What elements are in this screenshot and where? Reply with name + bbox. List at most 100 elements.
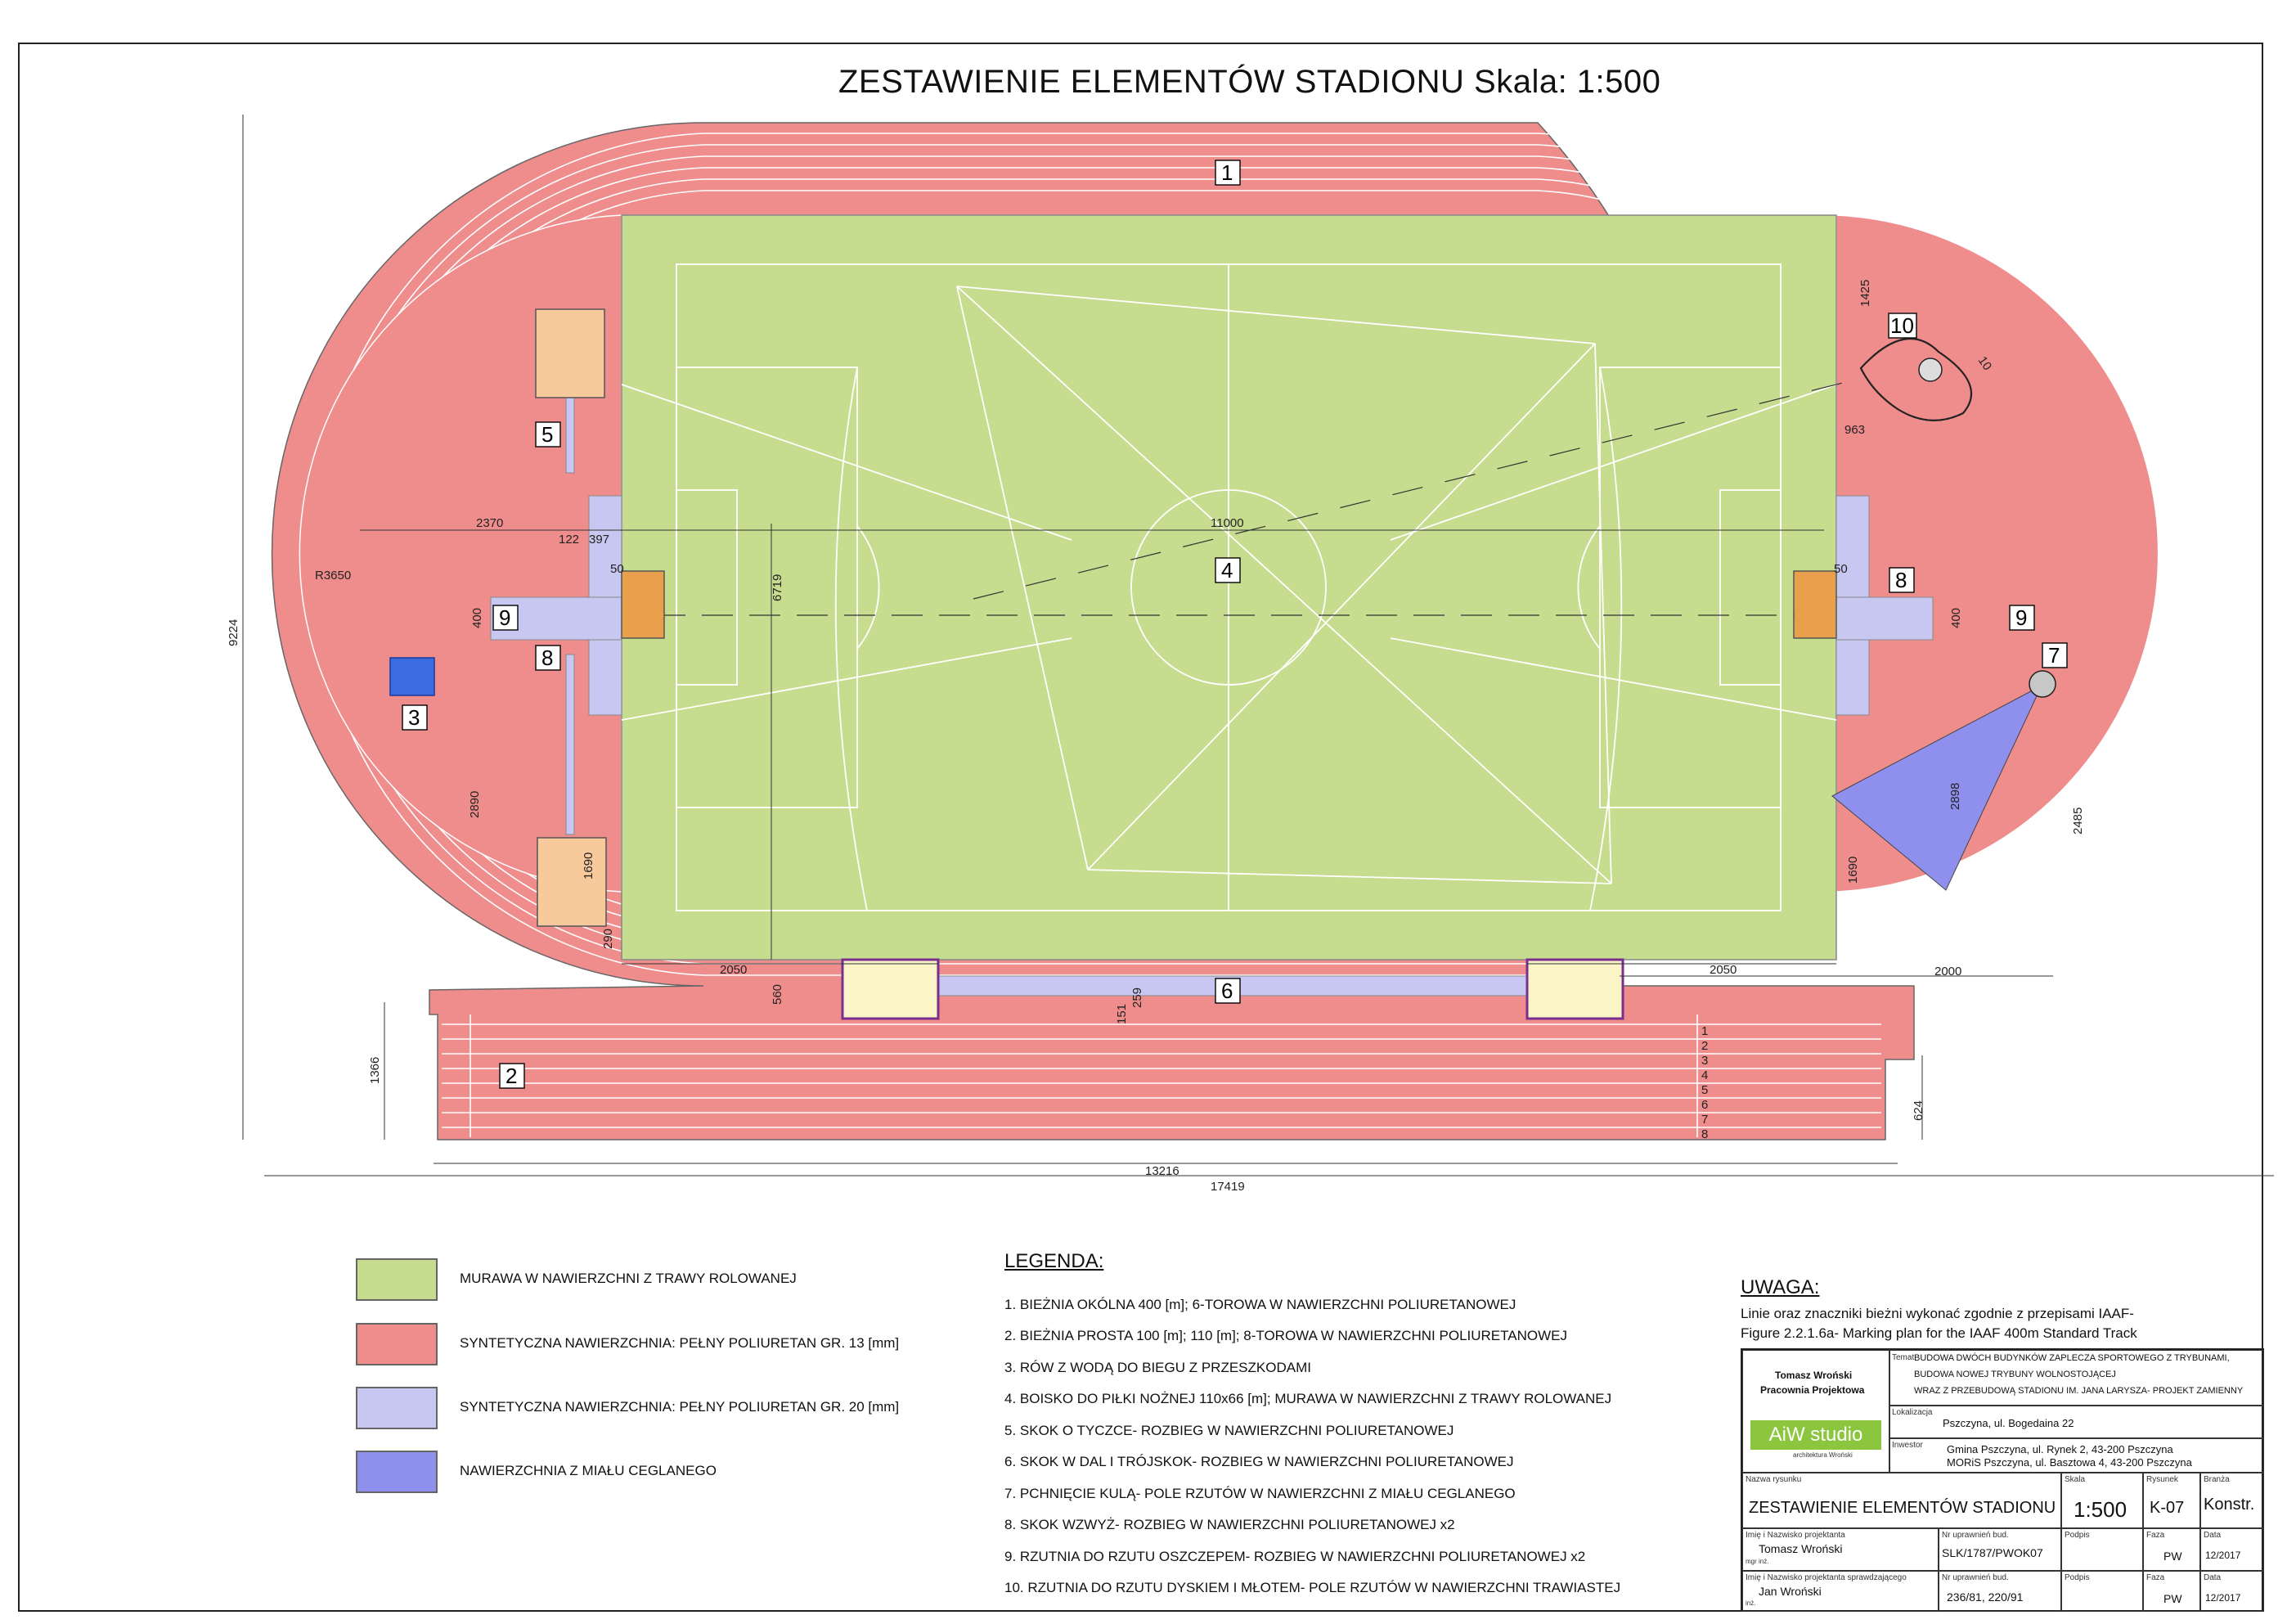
dim-1425: 1425 — [1858, 280, 1872, 307]
label-5: 5 — [541, 422, 553, 447]
dim-397: 397 — [589, 533, 609, 547]
nazwa-cell — [1742, 1473, 2061, 1528]
dim-122: 122 — [559, 533, 579, 547]
legend-item: 9. RZUTNIA DO RZUTU OSZCZEPEM- ROZBIEG W… — [1004, 1549, 1586, 1564]
inner-segment-right — [1835, 214, 2159, 893]
branza-cell — [2200, 1473, 2264, 1528]
note-title: UWAGA: — [1741, 1276, 1820, 1298]
dim-624: 624 — [1912, 1100, 1925, 1121]
label-2: 2 — [505, 1064, 517, 1088]
dim-50-right: 50 — [1834, 562, 1848, 576]
data-label-1: Data — [2204, 1531, 2222, 1540]
swatch-label-grass: MURAWA W NAWIERZCHNI Z TRAWY ROLOWANEJ — [460, 1271, 797, 1286]
label-6: 6 — [1221, 978, 1233, 1003]
inwestor-line-2: MORiS Pszczyna, ul. Basztowa 4, 43-200 P… — [1947, 1456, 2192, 1469]
data-cell-2 — [2200, 1571, 2264, 1612]
podpis-cell-1 — [2061, 1528, 2143, 1571]
label-10: 10 — [1890, 313, 1914, 338]
dim-2000: 2000 — [1934, 965, 1961, 978]
lokalizacja-cell — [1889, 1406, 2264, 1438]
legend-item: 4. BOISKO DO PIŁKI NOŻNEJ 110x66 [m]; MU… — [1004, 1391, 1612, 1406]
legend-item: 6. SKOK W DAL I TRÓJSKOK- ROZBIEG W NAWI… — [1004, 1454, 1514, 1469]
dim-2898: 2898 — [1948, 783, 1962, 810]
temat-cell — [1889, 1350, 2264, 1406]
legend-item: 5. SKOK O TYCZCE- ROZBIEG W NAWIERZCHNI … — [1004, 1423, 1454, 1438]
legend-item: 2. BIEŻNIA PROSTA 100 [m]; 110 [m]; 8-TO… — [1004, 1328, 1567, 1343]
faza-label-1: Faza — [2146, 1531, 2165, 1540]
nazwa-label: Nazwa rysunku — [1746, 1475, 1802, 1484]
podpis-label-2: Podpis — [2065, 1573, 2090, 1582]
swatch-label-pu20: SYNTETYCZNA NAWIERZCHNIA: PEŁNY POLIURET… — [460, 1399, 900, 1415]
podpis-label-1: Podpis — [2065, 1531, 2090, 1540]
projektant-title: mgr inż. — [1746, 1558, 1769, 1565]
upr-value-2: 236/81, 220/91 — [1947, 1590, 2024, 1604]
drawing-name: ZESTAWIENIE ELEMENTÓW STADIONU — [1749, 1499, 2056, 1517]
dim-2050-left: 2050 — [720, 963, 747, 977]
label-9-right: 9 — [2015, 605, 2027, 630]
temat-label: Temat — [1892, 1353, 1915, 1362]
dim-2370: 2370 — [476, 516, 503, 530]
data-label-2: Data — [2204, 1573, 2222, 1582]
legend-item: 3. RÓW Z WODĄ DO BIEGU Z PRZESZKODAMI — [1004, 1360, 1311, 1375]
lane-numbers: 1 2 3 4 5 6 7 8 — [1701, 1024, 1708, 1141]
dim-963: 963 — [1844, 423, 1865, 437]
legend-item: 7. PCHNIĘCIE KULĄ- POLE RZUTÓW W NAWIERZ… — [1004, 1486, 1516, 1501]
swatch-grass — [356, 1258, 438, 1301]
faza-value-2: PW — [2163, 1592, 2182, 1605]
dim-17419: 17419 — [1211, 1180, 1245, 1194]
dim-400-right: 400 — [1949, 608, 1963, 628]
upr-cell-1 — [1939, 1528, 2061, 1571]
dim-560: 560 — [771, 984, 784, 1005]
skala-label: Skala — [2065, 1475, 2086, 1484]
title-block: Tomasz Wroński Pracownia Projektowa AiW … — [1741, 1348, 2264, 1612]
swatch-brick — [356, 1451, 438, 1493]
inwestor-label: Inwestor — [1892, 1441, 1923, 1450]
swatch-pu13 — [356, 1323, 438, 1365]
temat-line-1: BUDOWA DWÓCH BUDYNKÓW ZAPLECZA SPORTOWEG… — [1914, 1353, 2230, 1363]
faza-cell-1 — [2143, 1528, 2200, 1571]
dim-2485: 2485 — [2071, 808, 2085, 834]
lane-number: 6 — [1701, 1098, 1708, 1112]
faza-value-1: PW — [2163, 1550, 2182, 1563]
studio-logo-sub: architektura Wroński — [1793, 1451, 1853, 1459]
sprawdzajacy-label: Imię i Nazwisko projektanta sprawdzające… — [1746, 1573, 1907, 1582]
sprawdzajacy-cell — [1742, 1571, 1939, 1612]
lane-number: 3 — [1701, 1054, 1708, 1068]
upr-label-1: Nr uprawnień bud. — [1942, 1531, 2009, 1540]
dim-6719: 6719 — [771, 574, 784, 601]
drawing-title: ZESTAWIENIE ELEMENTÓW STADIONU Skala: 1:… — [838, 64, 1661, 100]
dim-1366: 1366 — [368, 1057, 382, 1084]
dim-151: 151 — [1115, 1004, 1129, 1024]
data-value-1: 12/2017 — [2205, 1550, 2241, 1561]
dimension-texts: 17419 13216 9224 1366 11000 2370 122 397… — [227, 280, 2085, 1194]
upr-label-2: Nr uprawnień bud. — [1942, 1573, 2009, 1582]
label-texts: 1 2 3 4 5 6 7 8 8 9 9 10 — [408, 160, 2060, 1088]
temat-line-2: BUDOWA NOWEJ TRYBUNY WOLNOSTOJĄCEJ — [1914, 1370, 2116, 1379]
dim-1690-left: 1690 — [582, 852, 595, 879]
firm-name: Tomasz Wroński — [1775, 1370, 1853, 1381]
label-1: 1 — [1221, 160, 1233, 185]
lane-number: 5 — [1701, 1083, 1708, 1097]
note-line-2: Figure 2.2.1.6a- Marking plan for the IA… — [1741, 1325, 2137, 1341]
lane-number: 8 — [1701, 1127, 1708, 1141]
label-8-right: 8 — [1895, 568, 1907, 592]
projektant-cell — [1742, 1528, 1939, 1571]
swatch-label-brick: NAWIERZCHNIA Z MIAŁU CEGLANEGO — [460, 1463, 717, 1478]
faza-cell-2 — [2143, 1571, 2200, 1612]
upr-cell-2 — [1939, 1571, 2061, 1612]
dim-400-left: 400 — [470, 608, 484, 628]
dim-11000: 11000 — [1211, 516, 1244, 530]
inwestor-line-1: Gmina Pszczyna, ul. Rynek 2, 43-200 Pszc… — [1947, 1443, 2173, 1455]
swatch-label-pu13: SYNTETYCZNA NAWIERZCHNIA: PEŁNY POLIURET… — [460, 1335, 900, 1351]
inwestor-cell — [1889, 1438, 2264, 1473]
skala-value: 1:500 — [2074, 1497, 2128, 1522]
dim-259: 259 — [1130, 987, 1144, 1008]
legend-item: 1. BIEŻNIA OKÓLNA 400 [m]; 6-TOROWA W NA… — [1004, 1297, 1516, 1312]
dim-50-left: 50 — [610, 562, 624, 576]
rysunek-value: K-07 — [2150, 1499, 2185, 1517]
sprawdzajacy-title: inż. — [1746, 1599, 1756, 1607]
label-3: 3 — [408, 705, 420, 730]
legend-item: 10. RZUTNIA DO RZUTU DYSKIEM I MŁOTEM- P… — [1004, 1580, 1621, 1595]
temat-line-3: WRAZ Z PRZEBUDOWĄ STADIONU IM. JANA LARY… — [1914, 1386, 2244, 1396]
